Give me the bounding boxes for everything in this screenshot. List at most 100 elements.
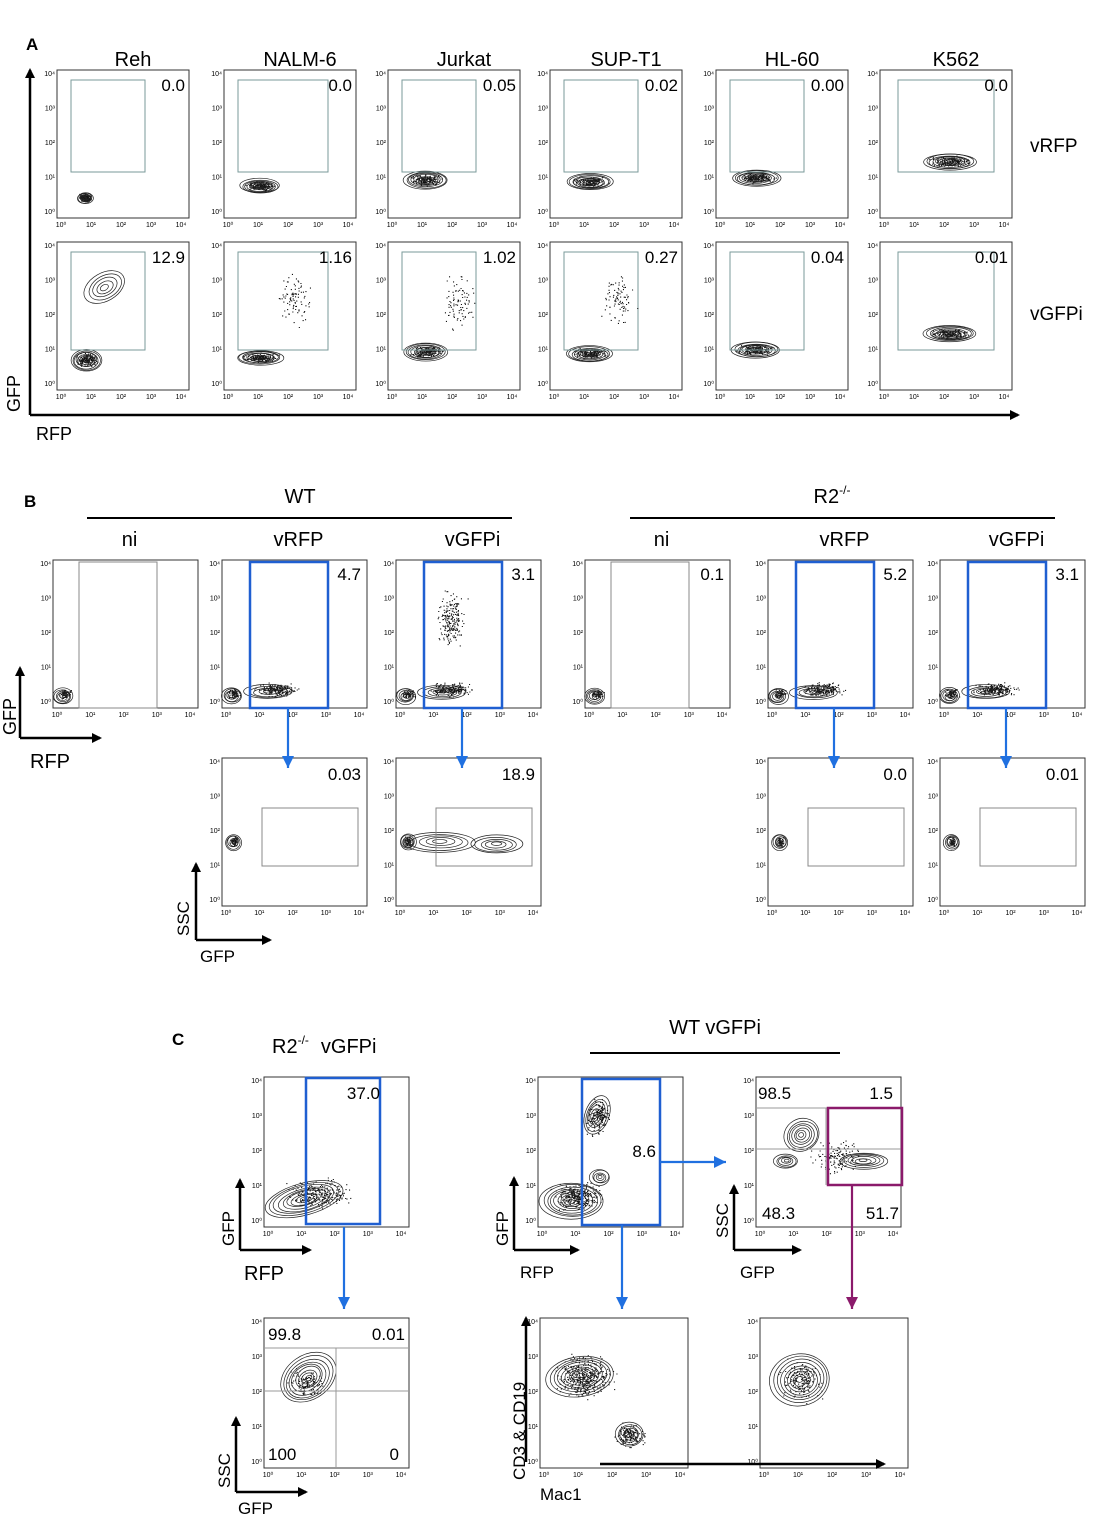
contour-line [942,689,957,702]
y-tick-label: 10⁰ [755,896,766,904]
contour-line [778,840,782,845]
gate-percentage: 0.0 [161,76,185,95]
contour-line [788,1123,815,1148]
contour-line [557,1192,587,1209]
y-tick-label: 10² [41,630,52,637]
y-tick-label: 10² [526,1148,537,1155]
plot-frame [879,69,1013,219]
y-tick-label: 10⁴ [527,1319,538,1326]
plot-frame [223,241,357,391]
gate-percentage: 3.1 [511,565,535,584]
y-tick-label: 10⁰ [40,698,51,706]
panel-b-top-y-label: GFP [0,698,20,735]
contour-line [242,179,279,194]
contour-line [410,834,469,851]
x-tick-label: 10⁴ [669,222,680,229]
contour-line [781,1157,792,1164]
y-tick-label: 10⁰ [867,380,878,388]
plot-frame [584,559,731,709]
contour-line [410,173,441,186]
y-tick-label: 10¹ [384,665,395,672]
contour-line [597,1174,603,1179]
contour-line [250,182,269,190]
contour-line [795,1129,807,1141]
contour-line [400,692,412,701]
contour-line [776,694,781,699]
y-tick-label: 10⁴ [44,243,55,250]
contour-line [550,1188,594,1214]
x-tick-label: 10⁰ [395,711,406,719]
x-tick-label: 10² [609,394,620,401]
contour-line [395,688,417,705]
contour-line [587,181,594,184]
scatter-events [614,1422,646,1449]
contour-line [619,1426,639,1443]
x-tick-label: 10² [609,222,620,229]
plot-frame [387,69,521,219]
x-tick-label: 10² [939,394,950,401]
contour-line [563,1197,579,1206]
y-tick-label: 10² [210,630,221,637]
y-tick-label: 10³ [573,596,584,603]
contour-line [788,685,838,700]
x-tick-label: 10⁴ [507,222,518,229]
contour-line [543,1184,602,1217]
x-tick-label: 10³ [1039,910,1050,917]
c-right-top-y-label: SSC [713,1203,732,1238]
c-bottom-y-label: CD3 & CD19 [510,1382,529,1480]
y-tick-label: 10¹ [212,175,223,182]
gate-percentage: 0.01 [1046,765,1079,784]
panel-c-plots: 10⁰10⁰10¹10¹10²10²10³10³10⁴10⁴37.010⁰10⁰… [251,1076,909,1479]
contour-line [82,355,94,364]
gate-percentage: 0.05 [483,76,516,95]
plot-frame [395,559,542,709]
gate-arrow [828,708,840,768]
y-tick-label: 10² [538,140,549,147]
x-tick-label: 10⁴ [835,394,846,401]
contour-line [732,169,782,187]
x-tick-label: 10⁰ [221,711,232,719]
plot-frame [221,757,368,907]
contour-line [581,179,598,186]
x-tick-label: 10⁰ [387,393,398,401]
y-tick-label: 10⁰ [703,208,714,216]
x-tick-label: 10⁰ [387,221,398,229]
contour-line [229,694,234,698]
condition-label-vgfpi: vGFPi [445,529,501,551]
x-tick-label: 10³ [867,712,878,719]
contour-line [948,694,953,698]
panel-c-left-bottom-axes: SSC GFP [215,1416,308,1517]
contour-line [581,350,598,357]
contour-line [940,331,959,338]
y-tick-label: 10⁰ [375,208,386,216]
contour-line [436,689,448,694]
y-tick-label: 10² [45,312,56,319]
y-tick-label: 10³ [212,278,223,285]
y-tick-label: 10⁰ [743,1217,754,1225]
gate-rect [70,251,146,351]
y-tick-label: 10² [756,630,767,637]
contour-line [255,184,265,189]
x-tick-label: 10⁴ [675,1472,686,1479]
y-tick-label: 10¹ [868,347,879,354]
quadrant-value: 0 [390,1445,399,1464]
y-tick-label: 10⁴ [743,1078,754,1085]
y-tick-label: 10³ [528,1354,539,1361]
y-tick-label: 10⁰ [251,1217,262,1225]
y-tick-label: 10⁴ [927,561,938,568]
panel-b-top-x-label: RFP [30,751,70,773]
x-tick-label: 10¹ [85,712,96,719]
panel-c-mid-top-axes: GFP RFP [493,1176,580,1282]
contour-line [772,692,783,701]
quadrant-value: 1.5 [869,1084,893,1103]
contour-line [922,325,977,343]
contour-line [778,1156,794,1166]
y-tick-label: 10¹ [526,1183,537,1190]
y-tick-label: 10³ [704,106,715,113]
contour-line [417,177,434,185]
